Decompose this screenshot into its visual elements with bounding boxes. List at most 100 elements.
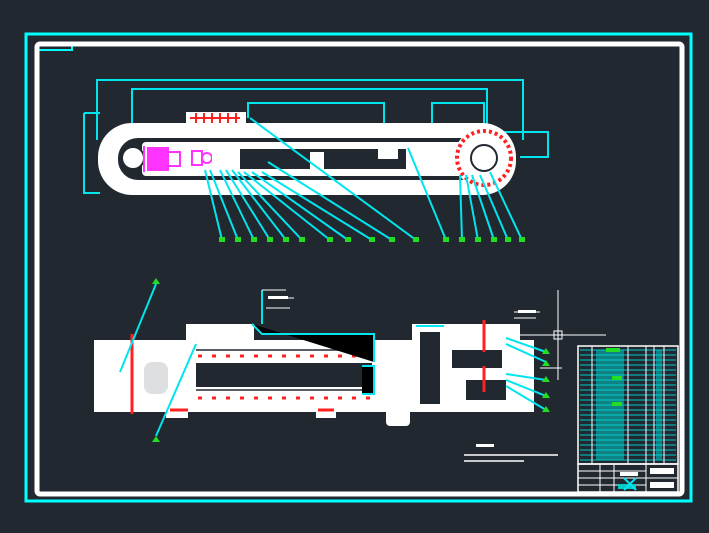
balloon-marker (459, 237, 465, 242)
leader-lines-part (465, 174, 479, 241)
chain-links (130, 320, 486, 414)
balloon-marker (389, 237, 395, 242)
technical-notes (464, 444, 558, 462)
balloon-markers-top (152, 278, 550, 442)
bom-text-block (656, 350, 662, 460)
coupling (212, 150, 236, 164)
title-block-text (650, 482, 674, 488)
bracket (378, 143, 398, 159)
leader-lines-part (362, 365, 375, 395)
leader-lines-part (489, 171, 523, 241)
leader-lines (119, 283, 547, 437)
balloon-marker (369, 237, 375, 242)
balloon-marker (443, 237, 449, 242)
title-block-text (650, 468, 674, 474)
note-tag (518, 310, 536, 313)
idler-wheel (121, 146, 145, 170)
technical-notes-part (476, 444, 494, 447)
leader-lines-part (204, 169, 223, 241)
balloon-marker (345, 237, 351, 242)
leader-lines-part (261, 171, 373, 241)
bom-columns (591, 346, 665, 464)
sprocket-hub (470, 144, 498, 172)
leader-lines-part (471, 174, 495, 241)
balloon-marker (505, 237, 511, 242)
leader-lines-part (225, 169, 271, 241)
dimension-line (500, 131, 549, 158)
balloon-marker (327, 237, 333, 242)
inner-slot (196, 363, 372, 387)
balloon-marker (491, 237, 497, 242)
tension-block (386, 404, 410, 426)
leader-lines-part (251, 171, 349, 241)
bom-text-block (612, 402, 622, 406)
bracket (415, 150, 433, 166)
leader-lines-part (407, 147, 447, 241)
balloon-marker (475, 237, 481, 242)
crosshair-icon-part (553, 330, 563, 340)
balloon-marker (152, 436, 160, 442)
balloon-marker (235, 237, 241, 242)
balloon-marker (542, 392, 550, 398)
leader-lines-part (505, 337, 547, 353)
leader-lines-part (249, 117, 417, 241)
title-block-icon[interactable] (577, 345, 679, 493)
title-block-text (620, 472, 638, 476)
balloon-marker (542, 360, 550, 366)
balloon-marker (542, 406, 550, 412)
rear-slot (420, 332, 440, 404)
drive-motor (143, 146, 213, 172)
balloon-marker (283, 237, 289, 242)
balloon-marker (519, 237, 525, 242)
chain-links (190, 113, 240, 123)
sheet-border (24, 32, 693, 503)
dimension-line (96, 79, 524, 140)
leader-lines-part (505, 385, 547, 411)
top-view[interactable] (94, 278, 606, 442)
leader-lines-part (459, 174, 463, 241)
balloon-marker (251, 237, 257, 242)
balloon-marker (299, 237, 305, 242)
leader-lines-part (155, 343, 197, 437)
leader-lines (204, 117, 523, 241)
balloon-marker (152, 278, 160, 284)
front-view[interactable] (83, 79, 549, 242)
dimension-line (83, 113, 100, 194)
leader-lines-part (231, 169, 287, 241)
leader-lines-part (505, 373, 547, 381)
balloon-marker (413, 237, 419, 242)
drive-motor-part (147, 147, 169, 171)
drawing-frame (34, 41, 685, 497)
title-block-grid (578, 464, 678, 492)
rear-slot (452, 350, 502, 368)
upper-rail (186, 324, 254, 340)
leader-lines-part (243, 171, 331, 241)
balloon-marker (219, 237, 225, 242)
leader-lines-part (119, 283, 157, 373)
leader-lines-part (505, 343, 547, 363)
leader-lines-part (237, 171, 303, 241)
bom-text-block (606, 348, 620, 352)
leader-lines-part (251, 323, 375, 362)
leader-lines-part (209, 169, 239, 241)
balloon-marker (267, 237, 273, 242)
leader-lines-part (219, 169, 255, 241)
title-block-mark (623, 477, 637, 491)
balloon-marker (542, 348, 550, 354)
balloon-row-front (219, 237, 525, 242)
front-drum-housing (94, 340, 174, 412)
crosshair-icon (510, 290, 606, 380)
leader-lines-part (479, 174, 509, 241)
drive-motor-part (167, 151, 181, 167)
leader-lines-part (505, 379, 547, 397)
balloon-marker (542, 376, 550, 382)
dimension-line (431, 102, 485, 130)
dimension-line (131, 88, 488, 128)
rear-slot (466, 380, 506, 400)
leader-lines-part (267, 161, 393, 241)
drum-cavity (144, 362, 168, 394)
note-tag (268, 296, 288, 299)
bom-text-block (612, 376, 622, 380)
